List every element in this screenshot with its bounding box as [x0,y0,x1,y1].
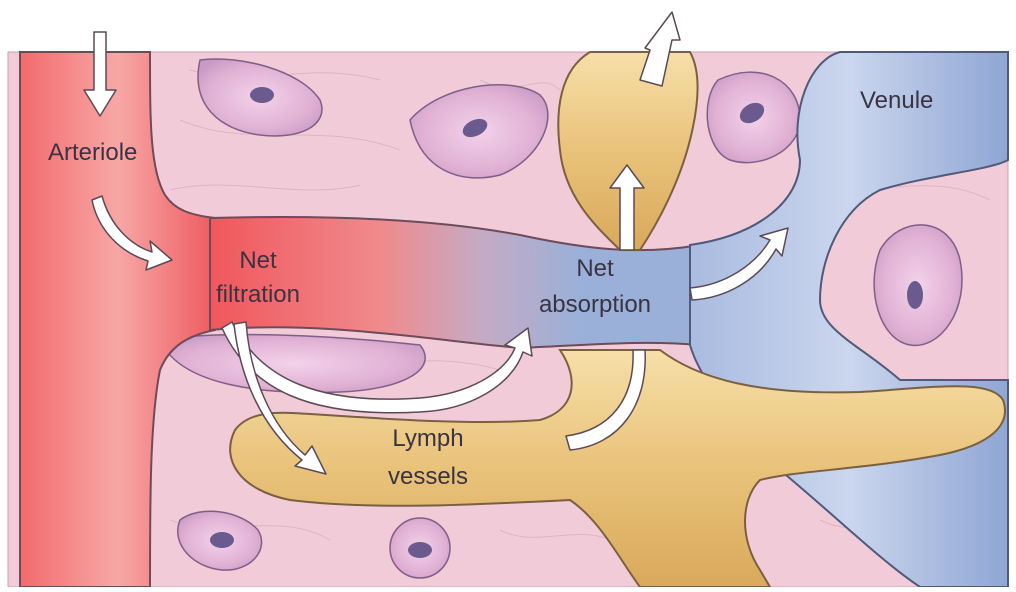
net-filtration-label-line1: Net [239,247,277,274]
net-absorption-label-line2: absorption [539,291,651,318]
arteriole-label: Arteriole [48,139,137,166]
cell-nucleus-icon [250,87,274,103]
tissue-cell [390,518,450,578]
net-filtration-label-line2: filtration [216,281,300,308]
lymph-vessels-label-line1: Lymph [392,425,463,452]
tissue-cell [707,72,800,162]
net-absorption-label-line1: Net [576,255,614,282]
cell-nucleus-icon [408,542,432,558]
venule-label: Venule [860,87,933,114]
cell-nucleus-icon [907,281,923,309]
lymph-vessels-label-line2: vessels [388,463,468,490]
cell-nucleus-icon [210,532,234,548]
